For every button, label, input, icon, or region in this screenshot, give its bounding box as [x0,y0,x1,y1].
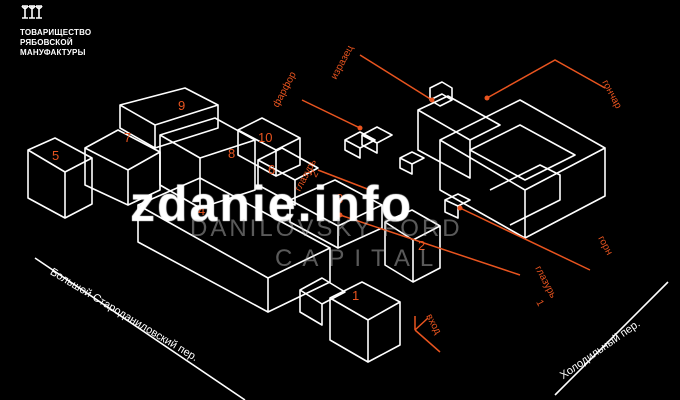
building-number-6: 6 [268,162,275,177]
building-3 [289,179,383,249]
building-number-9: 9 [178,98,185,113]
building-right-wing [489,164,561,226]
label-glazur1: глазурь [532,264,558,300]
leader-glazur2 [317,169,371,191]
small-block-gorn [444,193,471,219]
building-1-annex [299,277,346,326]
building-5 [27,137,93,219]
three-chalice-icon [21,5,43,19]
building-number-1: 1 [352,288,359,303]
leader-izrazets [359,54,433,101]
small-block-glazur2 [399,151,425,175]
building-number-10: 10 [258,130,272,145]
org-name-line-1: ТОВАРИЩЕСТВО [20,28,92,37]
label-vkhod: вход [423,312,443,336]
leader-gonchar [486,59,606,99]
small-blocks-farfor [344,126,393,159]
chimney [429,81,453,107]
watermark-sub2: CAPITAL [275,245,444,272]
leader-glazur1 [339,214,521,276]
label-farfor: фарфор [270,69,299,109]
label-gorn: горн [595,234,614,257]
entrance-arrow [414,316,441,353]
org-name-line-2: РЯБОВСКОЙ [20,38,73,47]
building-right-main [439,99,606,239]
street-line-right [554,281,669,396]
courtyard [469,124,576,181]
building-number-7: 7 [124,130,131,145]
building-number-2: 2 [418,238,425,253]
label-glazur2-num: 2 [309,169,322,179]
label-glazur1-num: 1 [533,298,546,308]
leader-gorn [459,207,591,271]
leader-farfor [301,99,361,129]
watermark-main: zdanie.info [130,176,414,232]
building-number-3: 3 [336,191,343,206]
building-number-4: 4 [198,203,205,218]
label-gonchar: гончар [599,78,623,111]
street-line-left [34,257,246,400]
building-8 [159,117,256,209]
watermark-sub1: DANILOVSKY FORD [190,215,463,242]
company-logo: ТОВАРИЩЕСТВО РЯБОВСКОЙ МАНУФАКТУРЫ [20,4,130,58]
building-9 [119,87,219,149]
building-6 [257,147,319,206]
org-name-line-3: МАНУФАКТУРЫ [20,48,86,57]
label-izrazets: изразец [329,43,356,81]
building-1 [329,281,401,363]
building-2 [384,209,441,283]
building-number-8: 8 [228,146,235,161]
building-number-5: 5 [52,148,59,163]
building-right-tower [417,95,501,179]
building-10 [237,117,301,177]
